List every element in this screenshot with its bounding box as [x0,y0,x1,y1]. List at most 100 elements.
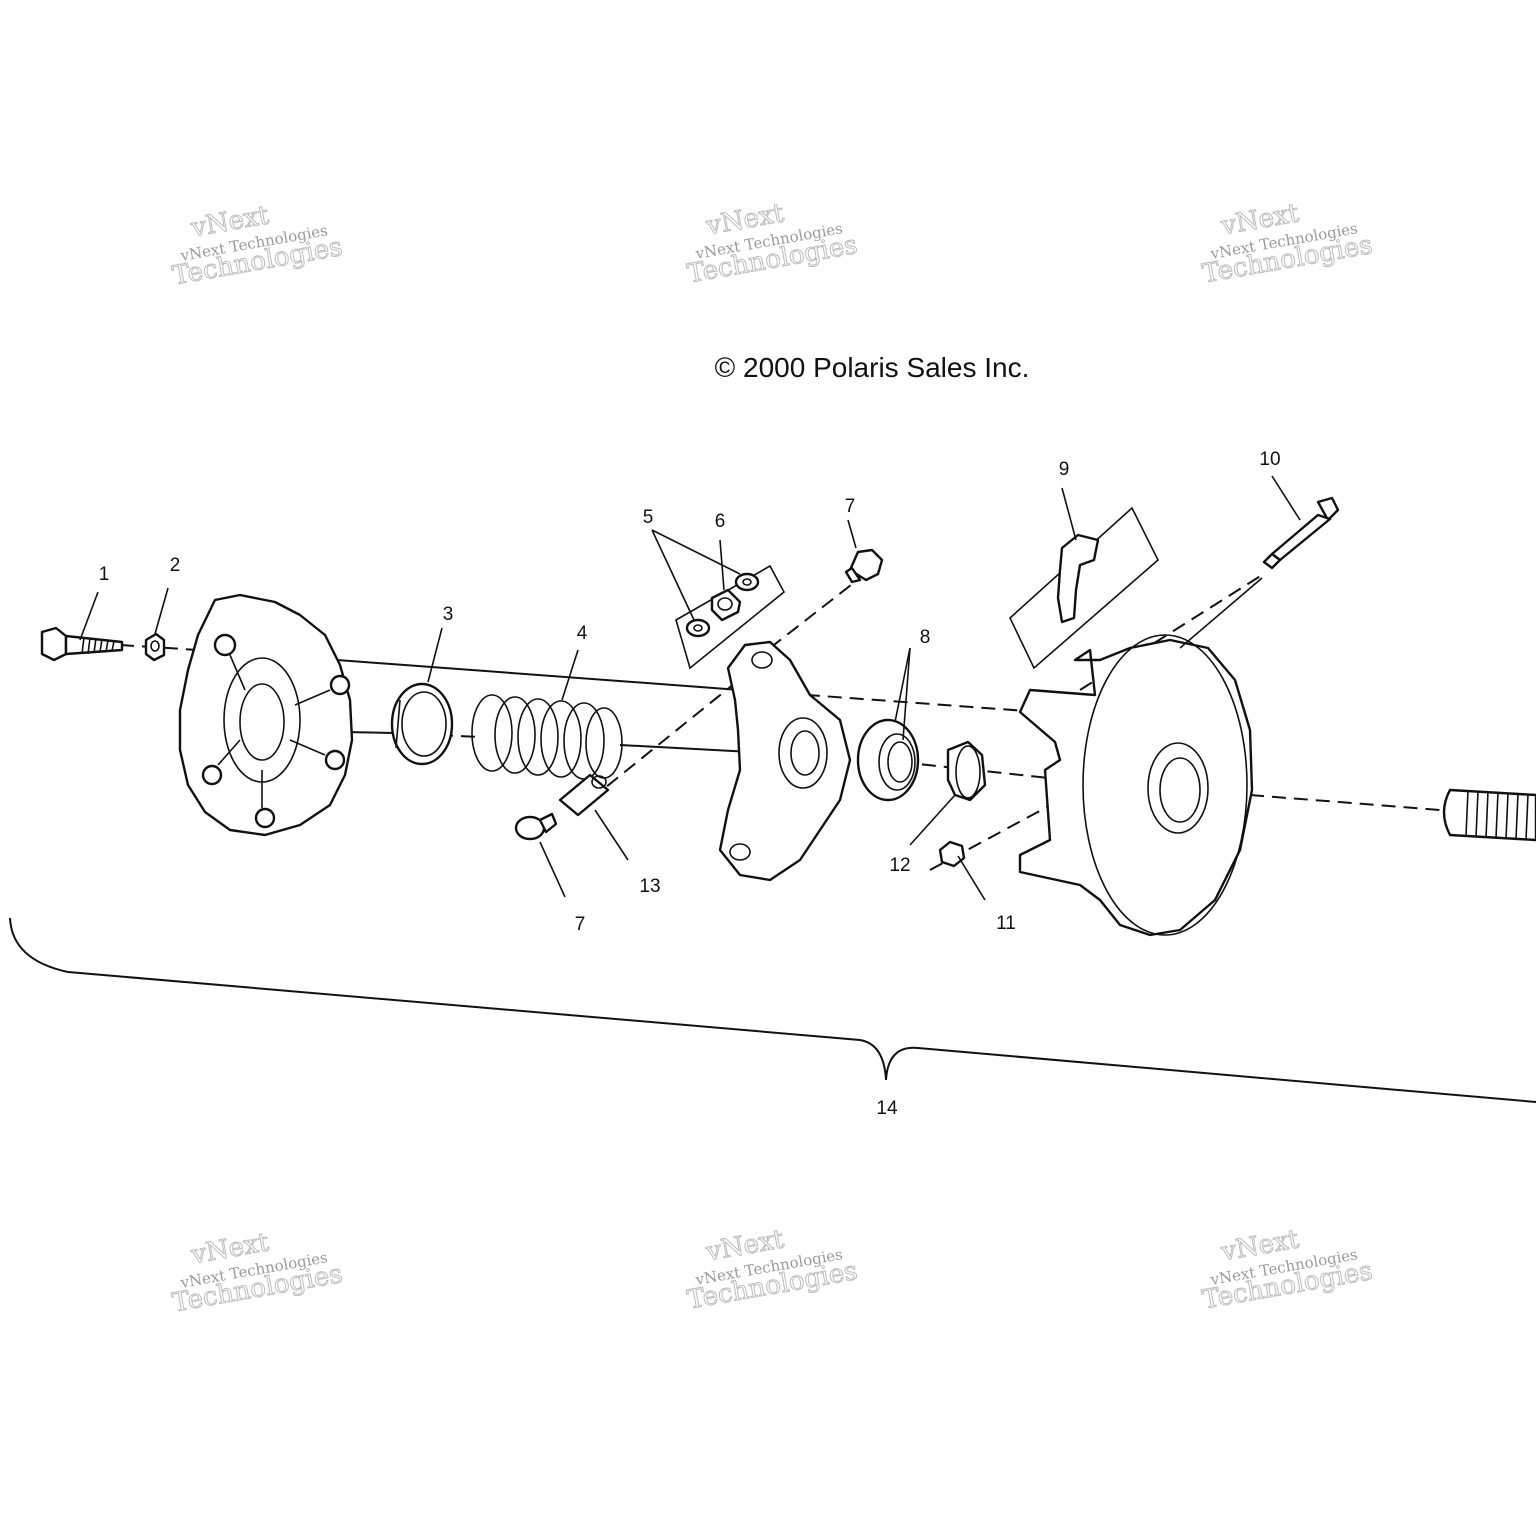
spider-arm-hole-bottom [729,843,751,861]
bushing-inner [401,691,447,757]
spider-outline [718,640,852,882]
part-11-nut[interactable] [938,840,966,868]
washer-hole [150,640,160,652]
watermark-top-center: vNext vNext Technologies Technologies [685,198,861,290]
part-9-weight[interactable] [1056,533,1100,624]
part-spider[interactable] [718,640,852,882]
watermark-top-right: vNext vNext Technologies Technologies [1200,198,1376,290]
callout-1: 1 [99,564,110,585]
cover-boss-5 [201,764,223,786]
seal-bore [887,741,913,783]
callout-7-upper: 7 [845,496,856,517]
leader-7-lower [539,841,566,898]
sheave-face [1082,634,1248,936]
leader-12 [909,794,956,846]
part-12-bushing[interactable] [946,740,987,802]
part-2-washer[interactable] [144,632,166,662]
part-5-washers[interactable] [685,572,760,638]
part-4-spring[interactable] [471,694,623,780]
spring-coil-2 [494,696,536,774]
cover-boss-1 [213,633,237,657]
leader-4 [561,649,579,701]
cover-hub-bore [239,683,285,761]
callout-11: 11 [996,913,1016,934]
sheave-outline [1018,638,1254,937]
sheave-hub [1147,742,1209,834]
assembly-bracket-14 [9,917,1536,1103]
button-upper-stem [844,566,862,584]
washer-5b-hole [742,578,752,586]
watermark-top-left: vNext vNext Technologies Technologies [170,200,346,292]
callout-10: 10 [1259,449,1280,470]
part-10-pin-bolt[interactable] [1262,496,1340,570]
washer-5a [685,618,711,638]
leader-9 [1061,487,1077,541]
callout-2: 2 [170,555,181,576]
leader-13 [594,809,629,861]
washer-5a-hole [693,624,703,632]
callout-5: 5 [643,507,654,528]
watermark-bottom-left: vNext vNext Technologies Technologies [170,1227,346,1319]
leader-3 [427,627,443,683]
leader-6 [719,539,725,591]
callout-6: 6 [715,511,726,532]
part-8-seals[interactable] [856,718,920,802]
part-cover-housing[interactable] [178,593,354,837]
leader-2 [154,587,169,635]
leader-11 [957,855,986,901]
bushing-outer [390,682,454,766]
leader-8a [894,647,911,723]
leader-7-upper [847,519,857,549]
washer-5b [734,572,760,592]
button-lower-stem [538,812,558,834]
callout-13: 13 [639,876,660,897]
part-13-pin[interactable] [558,773,610,817]
callout-3: 3 [443,604,454,625]
axis-button-diagonal [769,577,861,649]
shaft-splines [1465,789,1529,841]
spring-coil-3 [517,698,559,776]
spring-coil-5 [563,702,605,780]
copyright-notice: © 2000 Polaris Sales Inc. [715,352,1030,383]
cover-boss-4 [254,807,276,829]
callout-4: 4 [577,623,588,644]
callout-8: 8 [920,627,931,648]
cover-outline [178,593,354,837]
callout-9: 9 [1059,459,1070,480]
part-3-bushing[interactable] [390,682,454,766]
weight-body [1056,533,1100,624]
callout-labels: 1 2 3 4 5 6 7 7 8 9 10 11 12 13 14 [99,449,1281,1119]
callout-12: 12 [889,855,910,876]
spring-coil-4 [540,700,582,778]
nut-body [938,840,966,868]
part-shaft[interactable] [1442,788,1536,842]
leader-8b [902,647,911,741]
bushing-12-bore [955,745,981,799]
roller-body [710,588,742,622]
leader-1 [79,591,99,641]
sheave-bore [1159,757,1201,823]
watermark-bottom-center: vNext vNext Technologies Technologies [685,1224,861,1316]
pin-bolt-tip [1262,552,1282,570]
part-moveable-sheave[interactable] [1018,634,1254,937]
axis-lower-dashed-c [1249,794,1441,811]
watermark-bottom-right: vNext vNext Technologies Technologies [1200,1224,1376,1316]
leader-5b [651,529,741,575]
leader-sheave-pin [1179,577,1263,649]
part-6-roller[interactable] [710,588,742,622]
cover-ribs [217,654,331,808]
washer-body [144,632,166,662]
part-7-button-upper[interactable] [844,548,884,584]
spring-coil-1 [471,694,513,772]
part-7-button-lower[interactable] [514,812,558,841]
spider-arm-hole-top [751,651,773,669]
part-1-bolt[interactable] [40,626,124,662]
axis-pin-diagonal [589,674,746,801]
pin-end [591,775,607,789]
shaft-body [1442,788,1536,842]
axis-lower-dashed-a [394,732,481,738]
pin-body [558,773,610,817]
spider-hub [778,717,828,789]
